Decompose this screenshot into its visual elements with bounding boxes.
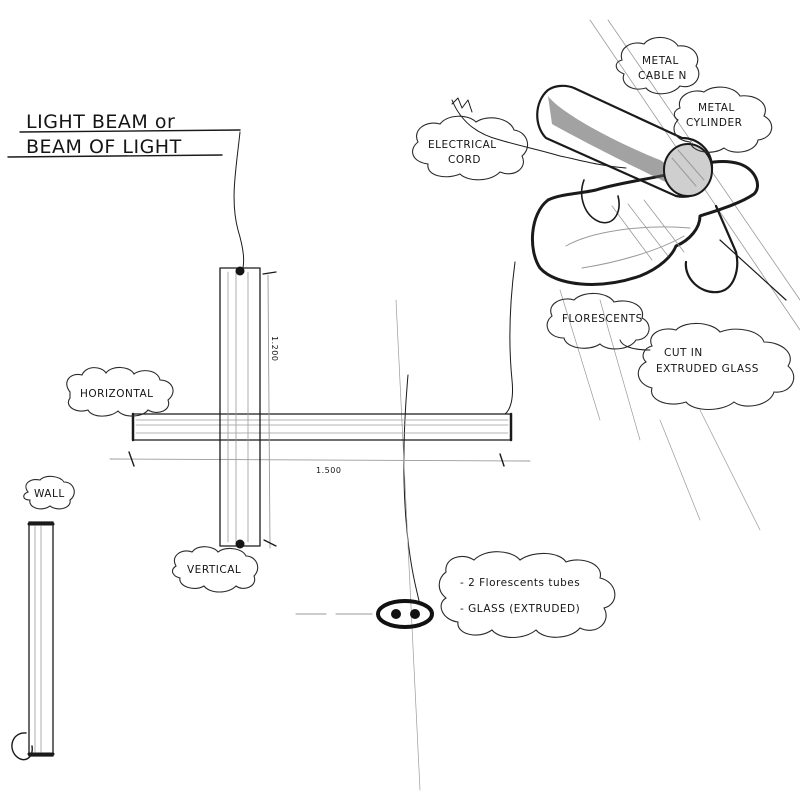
- title-line-2: BEAM OF LIGHT: [26, 136, 182, 158]
- cord-to-section: [403, 374, 421, 606]
- horizontal-dimension-tick-right: [499, 453, 505, 467]
- vertical-dimension-text: 1.200: [270, 336, 279, 361]
- horizontal-label-cloud: HORIZONTAL: [66, 366, 174, 417]
- note-line-2: - GLASS (EXTRUDED): [460, 603, 580, 615]
- guide-line: [395, 299, 421, 791]
- wall-cloud-outline: [23, 475, 75, 510]
- vertical-label-cloud: VERTICAL: [171, 546, 259, 593]
- suspension-wires: [233, 131, 516, 791]
- title-line-1: LIGHT BEAM or: [26, 111, 175, 133]
- glass-hatch-2: [627, 203, 669, 257]
- cut-extruded-label-1: CUT IN: [664, 347, 703, 359]
- glass-hatch-3: [643, 199, 685, 253]
- perspective-line-3: [559, 289, 601, 421]
- horizontal-label: HORIZONTAL: [80, 388, 154, 400]
- horizontal-wire: [504, 261, 516, 415]
- fluorescents-cloud-outline: [546, 292, 650, 350]
- vertical-wire: [233, 131, 245, 273]
- horizontal-beam-body: [132, 413, 512, 441]
- section-tube-left-icon: [391, 609, 401, 619]
- vertical-beam-cap-bottom: [235, 539, 245, 549]
- left-tube-outline: [580, 179, 620, 224]
- title-underline-1: [19, 129, 241, 133]
- perspective-line-6: [699, 409, 761, 531]
- cut-extruded-label-2: EXTRUDED GLASS: [656, 363, 759, 375]
- metal-cylinder-cloud-outline: [673, 86, 773, 153]
- metal-cable-cloud-outline: [615, 36, 700, 95]
- section-glass-outline: [376, 599, 434, 629]
- vertical-label: VERTICAL: [187, 564, 241, 576]
- cable-line: [719, 239, 787, 301]
- lower-tube-outline: [684, 204, 739, 294]
- perspective-line-4: [599, 299, 641, 441]
- glass-inner-curve-2: [581, 235, 685, 269]
- vertical-beam-body: [219, 267, 261, 547]
- metal-cable-label-1: METAL: [642, 55, 679, 67]
- horizontal-cloud-outline: [66, 366, 174, 417]
- horizontal-dimension-text: 1.500: [316, 466, 341, 475]
- title-underline-2: [7, 154, 223, 158]
- electrical-cord-label-1: ELECTRICAL: [428, 139, 497, 151]
- electrical-cord-cloud-outline: [412, 115, 529, 181]
- cylinder-end-hatch-2: [677, 149, 705, 181]
- glass-inner-curve: [565, 226, 691, 247]
- metal-cylinder-shading: [548, 96, 676, 184]
- section-tube-right-icon: [410, 609, 420, 619]
- wall-fixture: WALL: [11, 475, 75, 761]
- vertical-beam-cap-top: [235, 266, 245, 276]
- wall-label: WALL: [34, 488, 65, 500]
- metal-cylinder-label-2: CYLINDER: [686, 117, 742, 129]
- perspective-line-5: [659, 419, 701, 521]
- cord-end-icon: [451, 97, 473, 113]
- perspective-labels: ELECTRICAL CORD METAL CABLE N METAL CYLI…: [412, 36, 795, 411]
- horizontal-beam: 1.500: [109, 412, 531, 475]
- electrical-cord-line: [451, 99, 627, 169]
- metal-cylinder-label-1: METAL: [698, 102, 735, 114]
- notes-cloud-outline: [438, 551, 616, 639]
- wall-tube-body: [28, 521, 54, 757]
- horizontal-dimension-line: [109, 458, 531, 462]
- title-block: LIGHT BEAM or BEAM OF LIGHT: [7, 111, 241, 158]
- perspective-detail: [451, 19, 800, 531]
- vertical-cloud-outline: [171, 546, 259, 593]
- vertical-beam: 1.200: [219, 266, 279, 549]
- cut-extruded-cloud-outline: [637, 322, 795, 411]
- cross-section-detail: - 2 Florescents tubes - GLASS (EXTRUDED): [295, 551, 616, 639]
- vertical-dimension-tick-top: [262, 271, 277, 275]
- electrical-cord-label-2: CORD: [448, 154, 481, 166]
- horizontal-dimension-tick-left: [128, 451, 135, 467]
- cylinder-end-hatch-1: [671, 157, 697, 187]
- vertical-dimension-tick-bottom: [263, 539, 277, 547]
- fluorescents-label: FLORESCENTS: [562, 313, 643, 325]
- note-line-1: - 2 Florescents tubes: [460, 577, 580, 589]
- vertical-dimension-line: [267, 274, 271, 549]
- metal-cable-label-2: CABLE N: [638, 70, 687, 82]
- metal-cylinder-end: [663, 143, 713, 197]
- wall-bracket-icon: [11, 732, 33, 761]
- glass-hatch-1: [611, 205, 653, 261]
